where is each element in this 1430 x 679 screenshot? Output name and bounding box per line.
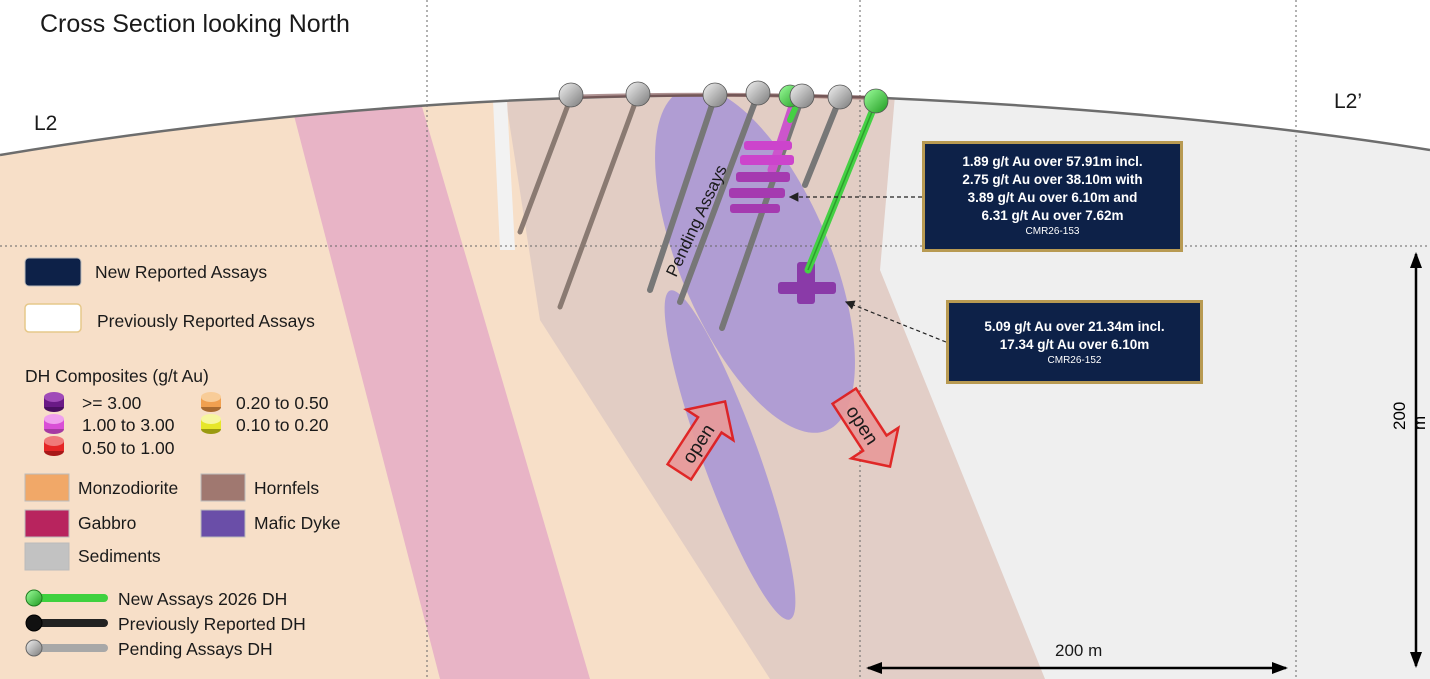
- legend-monzodiorite: Monzodiorite: [78, 478, 179, 498]
- composite-152-core: [797, 262, 815, 304]
- composite-cylinders: [44, 392, 221, 456]
- legend-composite-5: 0.10 to 0.20: [236, 415, 329, 435]
- composite-high-5: [730, 204, 780, 213]
- composite-high-2: [740, 155, 794, 165]
- legend-new-holes: New Assays 2026 DH: [118, 589, 288, 609]
- legend-composite-2: 1.00 to 3.00: [82, 415, 175, 435]
- sediment-sliver: [493, 100, 515, 250]
- hole-legend-pending: [25, 639, 108, 657]
- horizontal-scale-label: 200 m: [1055, 641, 1103, 660]
- vertical-scale-bar: [1410, 252, 1422, 668]
- drill-collars: [558, 80, 889, 114]
- legend-composite-3: 0.50 to 1.00: [82, 438, 175, 458]
- callout-153-line-1: 1.89 g/t Au over 57.91m incl.: [962, 154, 1143, 169]
- swatch-new-assays: [24, 257, 82, 287]
- composite-high-4: [729, 188, 785, 198]
- legend-new-assays: New Reported Assays: [95, 262, 268, 282]
- leader-line-152: [844, 300, 947, 343]
- section-start-label: L2: [34, 112, 58, 135]
- callout-153-line-4: 6.31 g/t Au over 7.62m: [981, 208, 1124, 223]
- hole-legend-new: [25, 589, 108, 607]
- assay-composites: [729, 95, 836, 304]
- legend-prev-holes: Previously Reported DH: [118, 614, 306, 634]
- vertical-scale-label: 200 m: [1390, 401, 1429, 430]
- hole-legend-prev: [25, 614, 108, 632]
- swatch-hornfels: [200, 473, 246, 502]
- swatch-gabbro: [24, 509, 70, 538]
- section-end-label: L2’: [1334, 90, 1363, 113]
- mafic-dyke-upper: [655, 95, 855, 433]
- gabbro-unit: [290, 100, 590, 679]
- callout-152-hole-id: CMR26-152: [1047, 355, 1102, 366]
- composite-high-3: [736, 172, 790, 182]
- legend-pending-holes: Pending Assays DH: [118, 639, 273, 659]
- mafic-dyke-lower: [664, 290, 796, 620]
- assay-callout-153: 1.89 g/t Au over 57.91m incl. 2.75 g/t A…: [922, 141, 1183, 252]
- callout-153-line-3: 3.89 g/t Au over 6.10m and: [967, 190, 1138, 205]
- swatch-sediments: [24, 542, 70, 571]
- page-title: Cross Section looking North: [40, 10, 350, 38]
- legend-prev-assays: Previously Reported Assays: [97, 311, 315, 331]
- geology-units: [0, 95, 1430, 679]
- legend-sediments: Sediments: [78, 546, 161, 566]
- legend-gabbro: Gabbro: [78, 513, 137, 533]
- callout-153-line-2: 2.75 g/t Au over 38.10m with: [962, 172, 1143, 187]
- callout-152-line-1: 5.09 g/t Au over 21.34m incl.: [984, 319, 1165, 334]
- legend-mafic-dyke: Mafic Dyke: [254, 513, 341, 533]
- legend-hornfels: Hornfels: [254, 478, 320, 498]
- callout-153-hole-id: CMR26-153: [1025, 226, 1080, 237]
- legend-composites-title: DH Composites (g/t Au): [25, 366, 209, 386]
- swatch-monzodiorite: [24, 473, 70, 502]
- horizontal-scale-bar: [866, 662, 1288, 674]
- assay-callout-152: 5.09 g/t Au over 21.34m incl. 17.34 g/t …: [946, 300, 1203, 384]
- swatch-prev-assays: [24, 303, 82, 333]
- composite-high-1: [744, 141, 792, 150]
- callout-152-line-2: 17.34 g/t Au over 6.10m: [999, 337, 1150, 352]
- legend-composite-4: 0.20 to 0.50: [236, 393, 329, 413]
- legend-swatches: [24, 257, 246, 657]
- swatch-mafic-dyke: [200, 509, 246, 538]
- legend-composite-1: >= 3.00: [82, 393, 142, 413]
